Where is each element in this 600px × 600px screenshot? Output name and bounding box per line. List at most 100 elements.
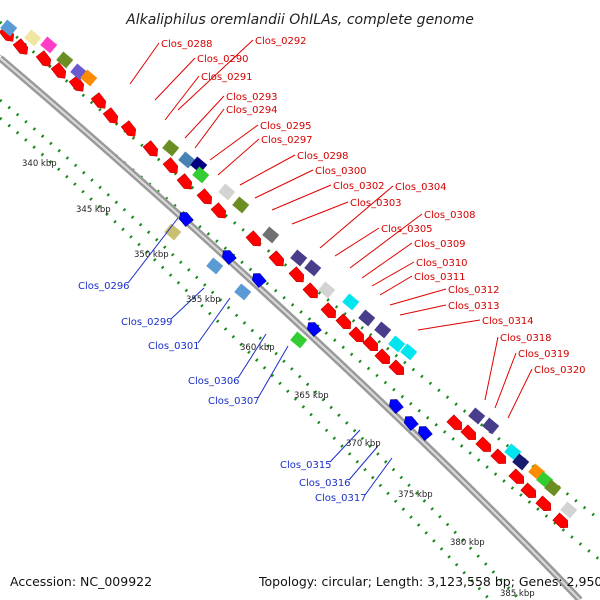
cog-feature-box: [0, 19, 18, 37]
cog-feature-box: [304, 259, 322, 277]
forward-gene-arrow: [348, 326, 364, 343]
forward-gene-label: Clos_0288: [161, 39, 213, 50]
forward-gene-label: Clos_0308: [424, 210, 476, 221]
forward-gene-arrow: [374, 348, 390, 365]
reverse-gene-arrow: [178, 212, 194, 227]
reverse-gene-label: Clos_0316: [299, 478, 351, 489]
cog-feature-box: [218, 183, 236, 201]
callout-line: [197, 297, 231, 344]
forward-gene-label: Clos_0292: [255, 36, 307, 47]
forward-gene-arrow: [90, 92, 107, 109]
forward-gene-label: Clos_0310: [416, 258, 468, 269]
reverse-gene-arrow: [221, 250, 237, 265]
forward-gene-label: Clos_0311: [414, 272, 466, 283]
callout-line: [371, 261, 415, 287]
forward-gene-arrow: [102, 107, 119, 124]
callout-line: [349, 213, 423, 269]
forward-gene-arrow: [35, 50, 52, 67]
cog-feature-box: [192, 166, 210, 184]
forward-gene-arrow: [68, 75, 85, 92]
cog-feature-box: [234, 283, 252, 301]
forward-gene-label: Clos_0294: [226, 105, 278, 116]
reverse-gene-arrow: [417, 426, 433, 441]
cog-feature-box: [40, 36, 58, 54]
forward-gene-label: Clos_0305: [381, 224, 433, 235]
scale-ring-2: [0, 116, 492, 600]
forward-gene-label: Clos_0319: [518, 349, 570, 360]
reverse-gene-label: Clos_0317: [315, 493, 367, 504]
forward-gene-label: Clos_0293: [226, 92, 278, 103]
cog-feature-box: [374, 321, 392, 339]
forward-gene-label: Clos_0309: [414, 239, 466, 250]
forward-gene-arrow: [535, 495, 552, 511]
cog-feature-box: [80, 69, 98, 87]
cog-feature-box: [290, 249, 308, 267]
forward-gene-arrow: [288, 266, 304, 283]
kbp-tick-label: 345 kbp: [76, 205, 111, 215]
kbp-tick-label: 370 kbp: [346, 439, 381, 449]
reverse-gene-arrow: [388, 399, 404, 414]
forward-gene-label: Clos_0302: [333, 181, 385, 192]
reverse-gene-label: Clos_0306: [188, 376, 240, 387]
forward-gene-arrow: [176, 173, 193, 190]
cog-feature-box: [358, 309, 376, 327]
cog-feature-box: [342, 293, 360, 311]
cog-feature-box: [468, 407, 486, 425]
cog-feature-box: [482, 417, 500, 435]
callout-line: [164, 75, 200, 121]
forward-gene-arrow: [388, 359, 404, 375]
cog-feature-box: [262, 226, 280, 244]
callout-line: [154, 57, 196, 101]
callout-line: [209, 124, 259, 161]
callout-line: [254, 169, 314, 199]
forward-gene-label: Clos_0303: [350, 198, 402, 209]
callout-line: [217, 138, 260, 176]
forward-gene-label: Clos_0318: [500, 333, 552, 344]
cog-feature-box: [560, 501, 578, 519]
callout-line: [271, 184, 332, 211]
kbp-tick-label: 375 kbp: [398, 490, 433, 500]
forward-gene-arrow: [460, 424, 476, 440]
forward-gene-label: Clos_0290: [197, 54, 249, 65]
callout-line: [237, 333, 267, 379]
callout-line: [417, 319, 481, 331]
cog-feature-box: [504, 443, 522, 461]
callout-line: [184, 95, 225, 139]
forward-gene-arrow: [50, 62, 67, 79]
callout-line: [507, 368, 533, 419]
forward-gene-label: Clos_0297: [261, 135, 313, 146]
callout-line: [334, 227, 380, 257]
callout-line: [389, 288, 447, 306]
callout-line: [177, 39, 254, 111]
callout-line: [291, 201, 349, 225]
gene-features: [0, 19, 578, 528]
forward-gene-arrow: [520, 482, 537, 498]
cog-feature-box: [162, 139, 180, 157]
callout-line: [361, 242, 413, 279]
accession-label: Accession: NC_009922: [10, 574, 152, 589]
callout-line: [484, 336, 499, 401]
cog-feature-box: [24, 29, 42, 47]
forward-gene-label: Clos_0304: [395, 182, 447, 193]
callout-line: [348, 445, 379, 481]
reverse-gene-label: Clos_0301: [148, 341, 200, 352]
forward-gene-label: Clos_0314: [482, 316, 534, 327]
forward-gene-arrow: [335, 313, 351, 330]
callout-line: [329, 429, 361, 463]
cog-feature-box: [56, 51, 74, 69]
callout-line: [129, 42, 160, 85]
callout-line: [257, 345, 289, 399]
cog-feature-box: [544, 479, 562, 497]
forward-gene-label: Clos_0291: [201, 72, 253, 83]
forward-gene-arrow: [552, 512, 569, 528]
forward-gene-arrow: [12, 38, 29, 55]
forward-gene-label: Clos_0298: [297, 151, 349, 162]
cog-feature-box: [290, 331, 308, 349]
forward-gene-arrow: [210, 202, 226, 219]
reverse-gene-label: Clos_0296: [78, 281, 130, 292]
cog-feature-box: [190, 156, 208, 174]
kbp-tick-label: 340 kbp: [22, 159, 57, 169]
forward-gene-arrow: [475, 436, 492, 452]
